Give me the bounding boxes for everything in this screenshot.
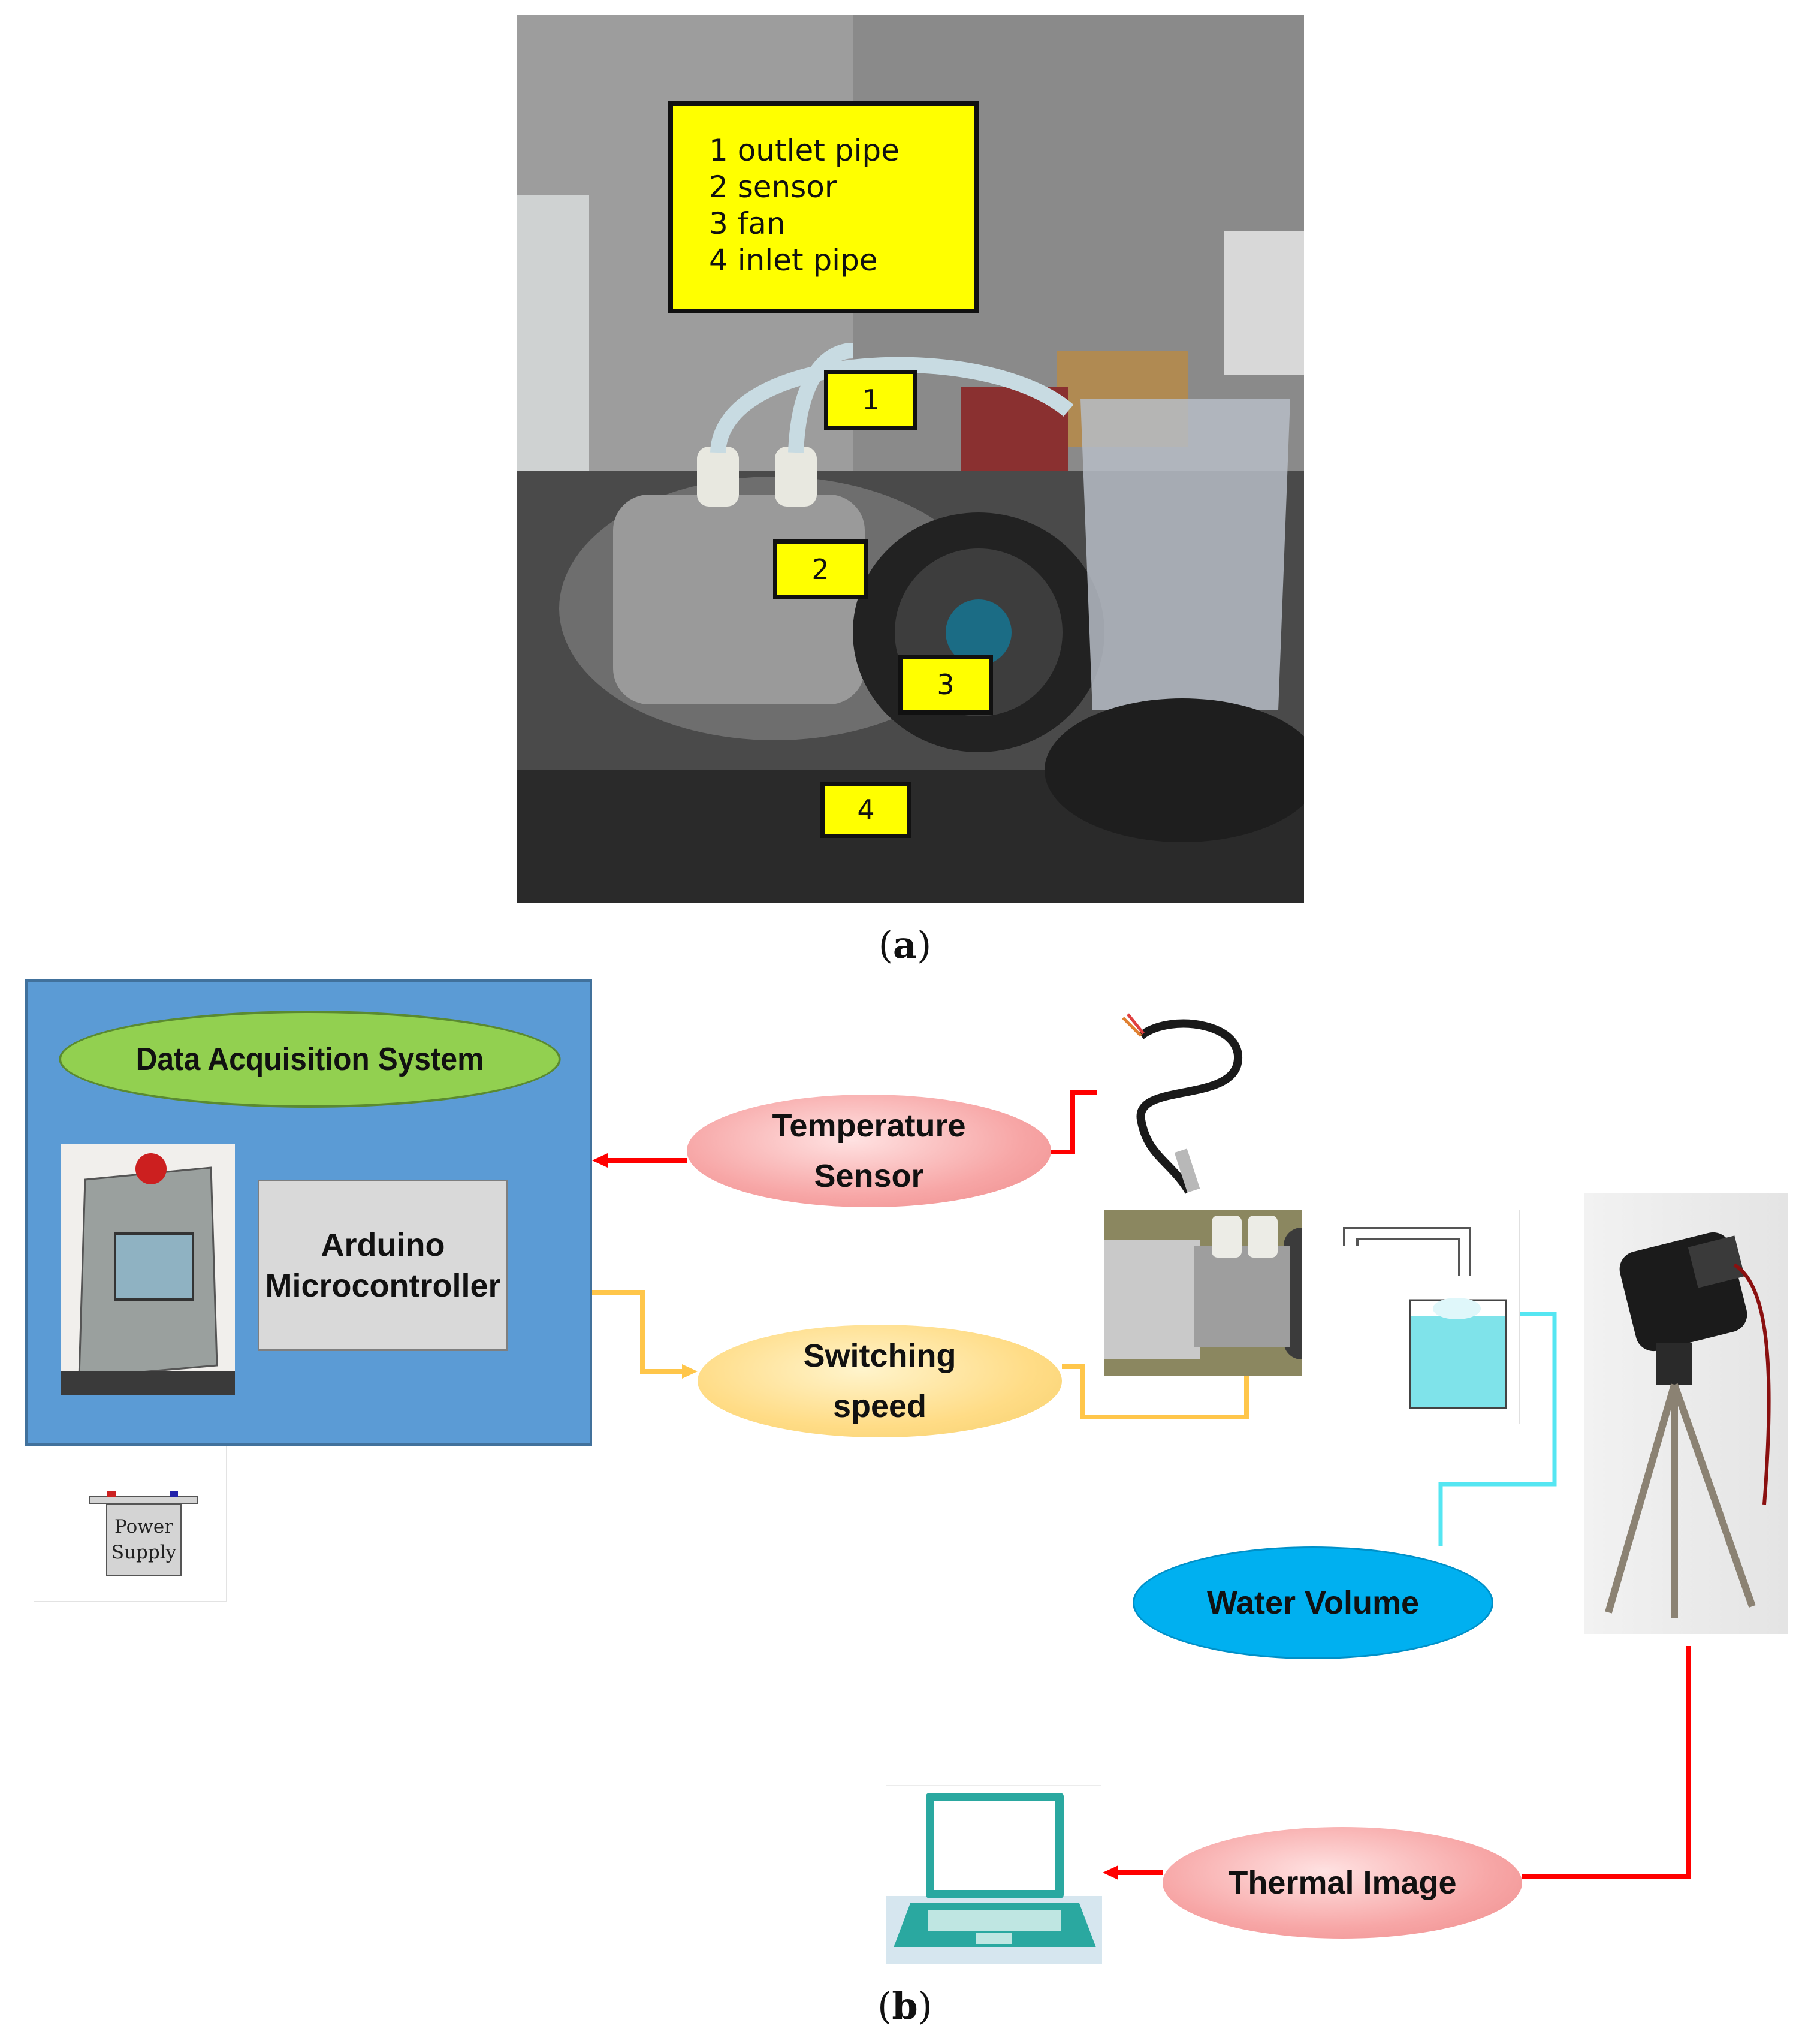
negative-terminal — [170, 1491, 178, 1497]
controller-device-photo — [61, 1144, 235, 1395]
switching-speed-ellipse: Switching speed — [698, 1325, 1062, 1437]
positive-terminal — [107, 1491, 116, 1497]
thermal-image-ellipse: Thermal Image — [1163, 1827, 1522, 1939]
legend-box: 1 outlet pipe 2 sensor 3 fan 4 inlet pip… — [668, 101, 979, 313]
thermal-camera-photo — [1584, 1193, 1788, 1634]
power-label-line2: Supply — [111, 1542, 177, 1563]
camera-tripod-illustration — [1605, 1232, 1771, 1618]
water-tank-illustration — [1343, 1227, 1507, 1409]
temperature-sensor-photo — [1099, 1000, 1261, 1198]
temperature-sensor-ellipse: Temperature Sensor — [687, 1095, 1051, 1207]
switching-label-line1: Switching — [803, 1338, 956, 1374]
experimental-setup-photo: 1 outlet pipe 2 sensor 3 fan 4 inlet pip… — [517, 15, 1304, 903]
temperature-label-line2: Sensor — [814, 1158, 924, 1194]
power-label-line1: Power — [114, 1516, 173, 1537]
tag-inlet-pipe: 4 — [820, 782, 911, 838]
setup-photo-illustration — [517, 15, 1304, 903]
sensor-cable-illustration — [1122, 1013, 1242, 1194]
legend-item-inlet-pipe: 4 inlet pipe — [709, 243, 878, 278]
power-supply-panel: Power Supply — [34, 1446, 227, 1602]
water-tank-panel — [1302, 1210, 1520, 1424]
tag-outlet-pipe: 1 — [824, 370, 917, 430]
legend-item-fan: 3 fan — [709, 206, 786, 241]
laptop-image — [886, 1785, 1102, 1964]
water-volume-ellipse: Water Volume — [1133, 1546, 1493, 1659]
data-acquisition-system-box: Data Acquisition System Arduino Microcon… — [25, 979, 592, 1446]
arduino-label-line1: Arduino — [321, 1227, 445, 1263]
caption-a: (a) — [878, 923, 932, 967]
temperature-label-line1: Temperature — [772, 1108, 966, 1144]
arduino-microcontroller-box: Arduino Microcontroller — [258, 1180, 508, 1351]
legend-item-outlet-pipe: 1 outlet pipe — [709, 133, 900, 168]
arduino-label-line2: Microcontroller — [265, 1268, 501, 1304]
laptop-icon — [886, 1793, 1102, 1964]
legend-item-sensor: 2 sensor — [709, 170, 837, 204]
tag-sensor: 2 — [773, 539, 868, 599]
daq-title-ellipse: Data Acquisition System — [59, 1011, 561, 1108]
caption-b: (b) — [877, 1984, 932, 2028]
controller-device-illustration — [61, 1144, 235, 1395]
switching-label-line2: speed — [832, 1388, 927, 1424]
tag-fan: 3 — [898, 655, 993, 715]
power-supply-box: Power Supply — [106, 1504, 182, 1576]
power-supply-top — [89, 1496, 198, 1504]
